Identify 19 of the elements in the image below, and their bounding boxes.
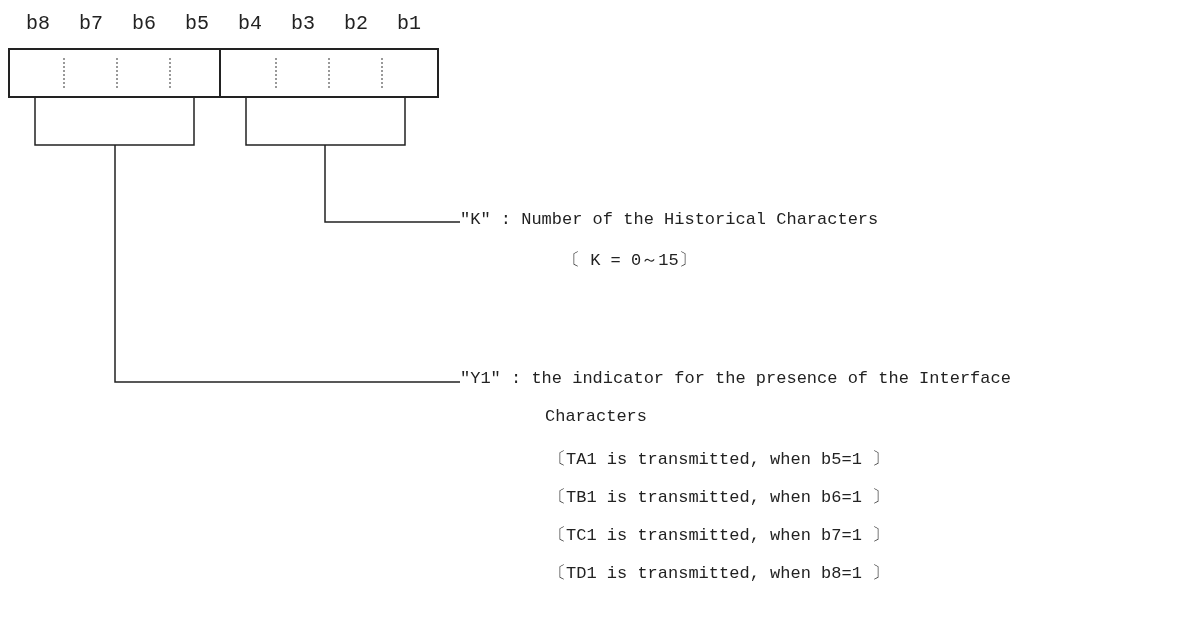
bit-field-box (219, 48, 439, 98)
condition-note: 〔TB1 is transmitted, when b6=1 〕 (549, 487, 890, 508)
condition-note: 〔TD1 is transmitted, when b8=1 〕 (549, 563, 890, 584)
bit-field-box (8, 48, 221, 98)
condition-note: 〔TA1 is transmitted, when b5=1 〕 (549, 449, 890, 470)
value-range: 〔 K = 0～15〕 (563, 250, 696, 271)
bit-label: b7 (78, 12, 104, 35)
leader-line (245, 97, 461, 223)
bit-label: b2 (343, 12, 369, 35)
bit-label: b3 (290, 12, 316, 35)
bit-label: b5 (184, 12, 210, 35)
bit-label: b6 (131, 12, 157, 35)
leader-line (34, 97, 461, 383)
bit-label: b1 (396, 12, 422, 35)
field-description: "Y1" : the indicator for the presence of the Interface Characters (460, 368, 1012, 428)
bit-label: b4 (237, 12, 263, 35)
bit-label: b8 (25, 12, 51, 35)
field-description: "K" : Number of the Historical Characters (460, 210, 879, 229)
condition-note: 〔TC1 is transmitted, when b7=1 〕 (549, 525, 890, 546)
